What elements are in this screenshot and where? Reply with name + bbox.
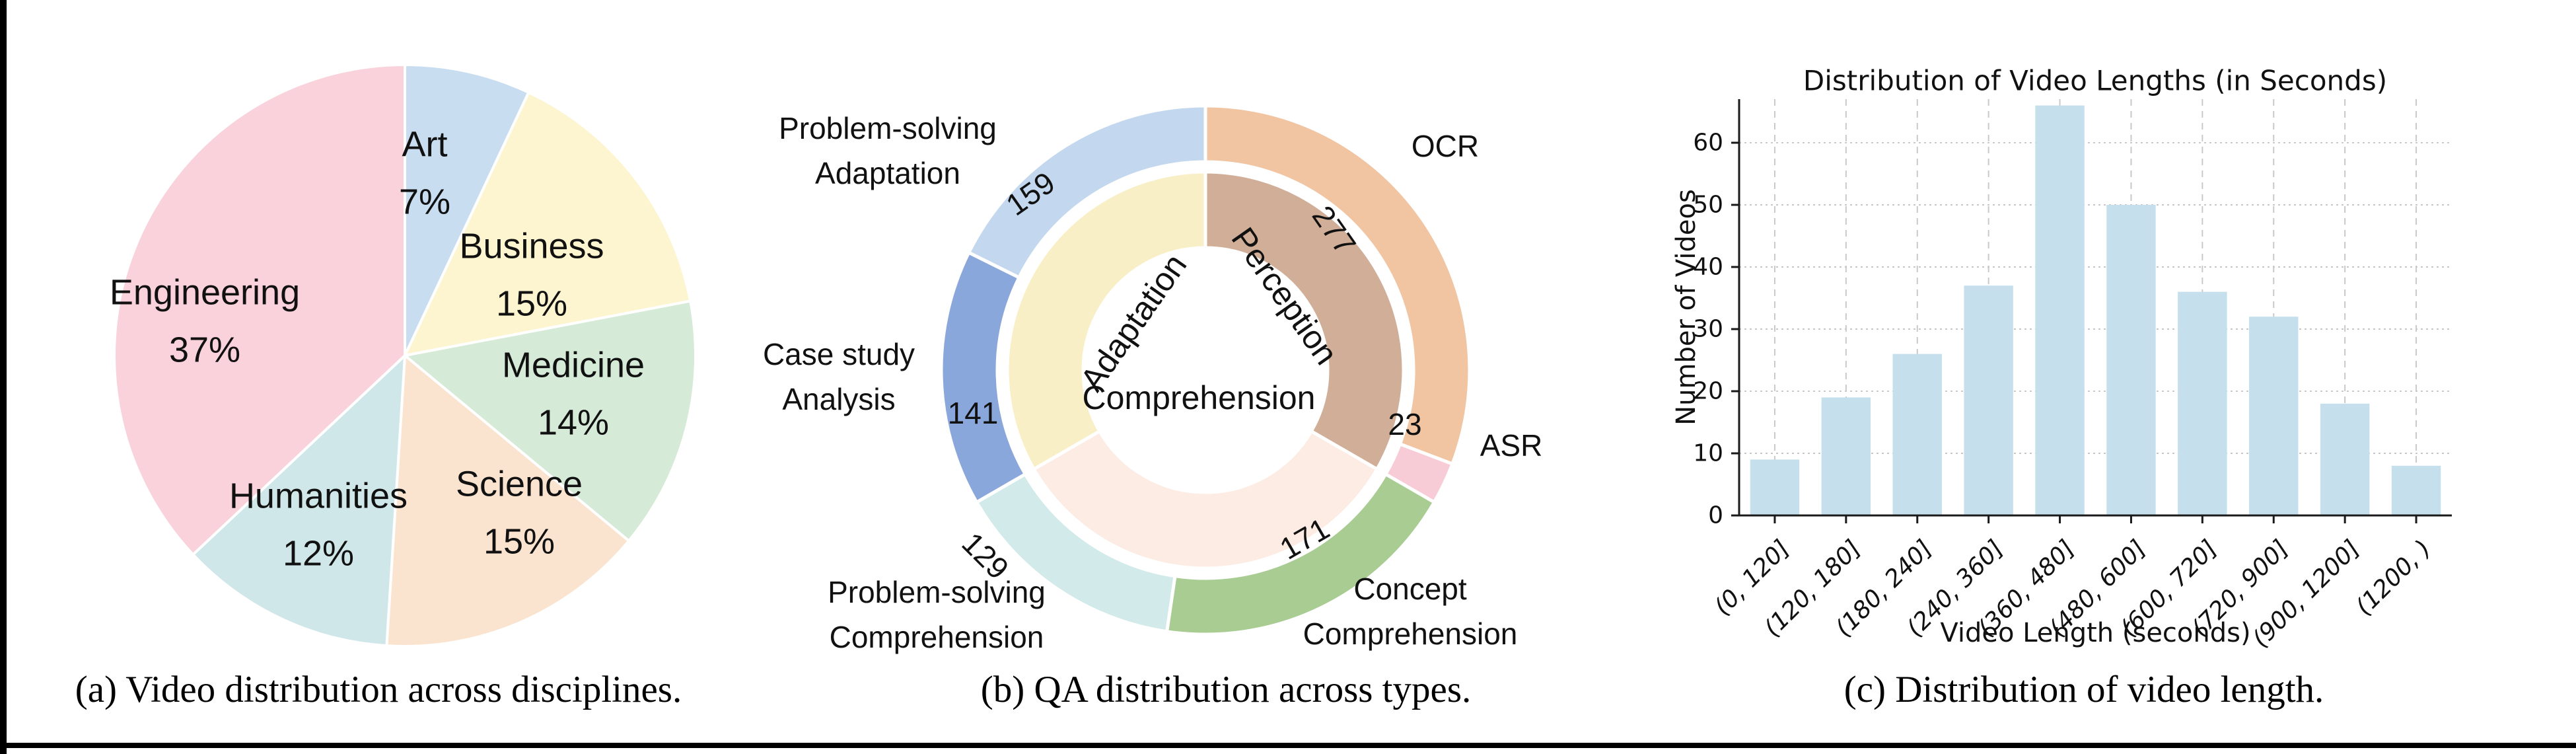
- y-tick-label-60: 60: [1693, 130, 1723, 157]
- y-tick-label-0: 0: [1708, 502, 1723, 529]
- bar-360-480: [2035, 105, 2085, 516]
- y-tick-label-30: 30: [1693, 316, 1723, 343]
- pie-slice-science: [385, 354, 631, 648]
- chart-title: Distribution of Video Lengths (in Second…: [1803, 65, 2387, 97]
- left-border-line: [0, 0, 7, 754]
- bar-120-180: [1821, 397, 1871, 515]
- pie-slice-business: [404, 91, 692, 357]
- bar-240-360: [1964, 285, 2013, 515]
- donut-inner-label-comprehension: Comprehension: [1083, 379, 1316, 416]
- pie-slice-humanities: [192, 354, 406, 648]
- bar-180-240: [1892, 354, 1942, 515]
- donut-name-ocr: OCR: [1412, 129, 1479, 163]
- y-tick-label-20: 20: [1693, 378, 1723, 405]
- bottom-rule-line: [0, 743, 2576, 748]
- inner-ring-adaptation: [1005, 170, 1207, 472]
- bar-0-120: [1750, 459, 1800, 515]
- bar-900-1200: [2320, 403, 2370, 515]
- pie-slice-medicine: [404, 299, 698, 543]
- inner-ring-perception: [1203, 170, 1406, 472]
- bar-600-720: [2178, 291, 2227, 515]
- pie-slice-art: [404, 63, 530, 357]
- outer-ring-problem-solving-adaptation: [966, 104, 1207, 280]
- donut-name-asr: ASR: [1480, 428, 1543, 463]
- bar-720-900: [2249, 317, 2299, 515]
- y-tick-label-50: 50: [1693, 192, 1723, 219]
- y-axis-label: Number of Videos: [1671, 189, 1701, 426]
- caption-b: (b) QA distribution across types.: [980, 669, 1472, 710]
- donut-value-case-study-analysis: 141: [948, 396, 999, 430]
- caption-a: (a) Video distribution across discipline…: [75, 669, 682, 710]
- y-tick-label-10: 10: [1693, 440, 1723, 467]
- pie-slice-engineering: [113, 63, 406, 556]
- bar-1200: [2391, 465, 2441, 515]
- inner-ring-comprehension: [1031, 429, 1380, 570]
- x-tick-label-1200: (1200, ): [2351, 535, 2437, 621]
- outer-ring-ocr: [1203, 104, 1472, 467]
- caption-c: (c) Distribution of video length.: [1843, 669, 2324, 710]
- donut-value-asr: 23: [1388, 407, 1421, 441]
- y-tick-label-40: 40: [1693, 254, 1723, 281]
- x-axis-label: Video Length (seconds): [1940, 618, 2250, 648]
- bar-480-600: [2106, 205, 2156, 515]
